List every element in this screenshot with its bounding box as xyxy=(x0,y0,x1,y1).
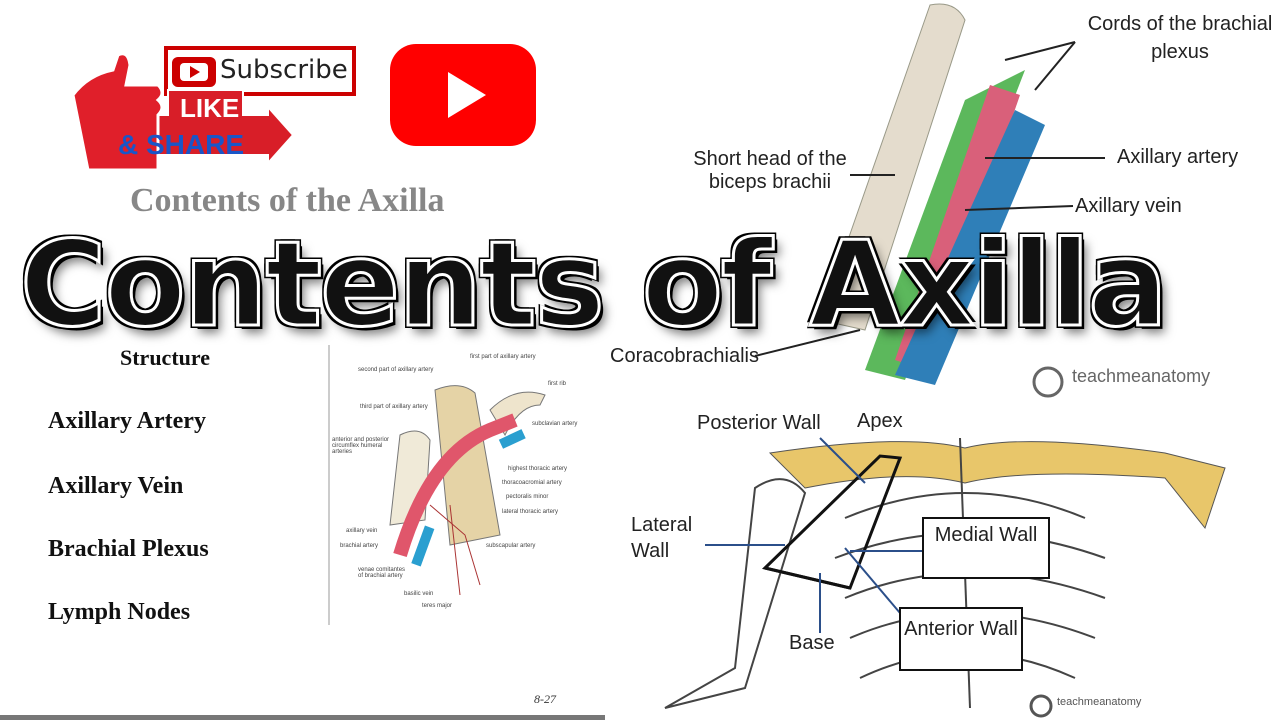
thumbs-up-icon xyxy=(71,46,356,172)
credit: teachmeanatomy xyxy=(1057,696,1142,708)
list-item: Axillary Artery xyxy=(48,408,206,434)
figure-label: pectoralis minor xyxy=(506,494,549,500)
label-short-head: Short head of the biceps brachii xyxy=(693,148,847,193)
figure-label: brachial artery xyxy=(340,543,379,549)
credit: teachmeanatomy xyxy=(1072,366,1211,386)
slide-heading: Contents of the Axilla xyxy=(130,182,445,219)
label-coracobrachialis: Coracobrachialis xyxy=(610,345,759,367)
figure-label: highest thoracic artery xyxy=(508,466,568,472)
label-lateral-wall: Lateral Wall xyxy=(631,514,693,562)
label-anterior-wall: Anterior Wall xyxy=(904,618,1018,640)
label-cords: Cords of the brachial plexus xyxy=(1087,13,1273,63)
list-item: Lymph Nodes xyxy=(48,599,191,625)
subscribe-label: Subscribe xyxy=(220,55,348,85)
figure-label: lateral thoracic artery xyxy=(502,509,559,515)
figure-label: anterior and posterior circumflex humera… xyxy=(332,437,390,455)
figure-label: thoracoacromial artery xyxy=(502,480,562,486)
figure-label: basilic vein xyxy=(404,591,434,597)
label-apex: Apex xyxy=(857,410,903,432)
list-item: Brachial Plexus xyxy=(48,536,209,562)
list-item: Axillary Vein xyxy=(48,473,184,499)
figure-label: venae comitantes of brachial artery xyxy=(358,567,406,579)
figure-label: teres major xyxy=(422,603,453,609)
axilla-walls-figure: Posterior Wall Apex Lateral Wall Medial … xyxy=(605,408,1280,720)
youtube-icon xyxy=(390,44,536,146)
like-label: LIKE xyxy=(180,93,240,123)
share-label: & SHARE xyxy=(118,129,245,160)
figure-label: first rib xyxy=(548,381,566,387)
subscribe-badge: Subscribe LIKE & SHARE xyxy=(68,45,358,175)
label-posterior-wall: Posterior Wall xyxy=(697,412,821,434)
divider xyxy=(0,715,605,720)
label-medial-wall: Medial Wall xyxy=(934,524,1038,546)
figure-label: first part of axillary artery xyxy=(470,354,536,360)
label-axillary-vein: Axillary vein xyxy=(1075,195,1182,217)
label-base: Base xyxy=(789,632,835,654)
label-axillary-artery: Axillary artery xyxy=(1117,146,1239,168)
figure-label: third part of axillary artery xyxy=(360,404,428,410)
brachial-plexus-figure: Cords of the brachial plexus Short head … xyxy=(605,0,1280,408)
video-title: Contents of Axilla xyxy=(19,215,1170,353)
figure-label: subclavian artery xyxy=(532,421,578,427)
figure-label: axillary vein xyxy=(346,528,378,534)
structure-header: Structure xyxy=(120,345,211,370)
figure-label: subscapular artery xyxy=(486,543,536,549)
figure-label: second part of axillary artery xyxy=(358,367,434,373)
axillary-artery-figure: first part of axillary artery second par… xyxy=(328,345,590,625)
page-number: 8-27 xyxy=(534,692,556,706)
